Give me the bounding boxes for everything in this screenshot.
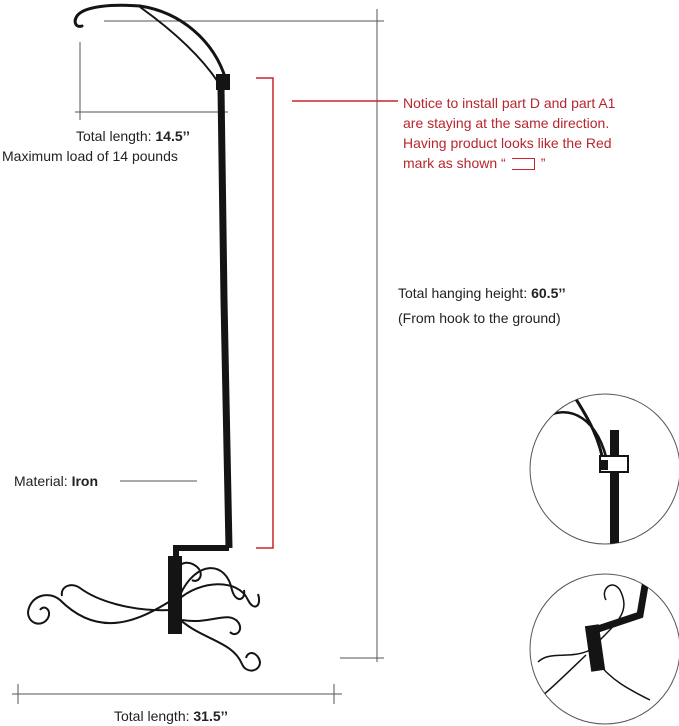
notice-line-4: mark as shown “ ” (403, 153, 673, 173)
main-pole (217, 87, 233, 549)
top-length-label: Total length: 14.5’’ (76, 127, 190, 145)
red-notice-mark (256, 77, 398, 549)
top-length-prefix: Total length: (76, 128, 156, 144)
bottom-length-prefix: Total length: (114, 708, 194, 724)
hook-brace (139, 6, 219, 83)
height-note: (From hook to the ground) (398, 310, 561, 326)
shepherd-hook-stand-icon (26, 3, 262, 672)
pole-offset (173, 545, 229, 560)
notice-line-3: Having product looks like the Red (403, 135, 612, 151)
red-mark-icon (511, 158, 535, 171)
material-prefix: Material: (14, 473, 72, 489)
notice-line-4-start: mark as shown “ (403, 155, 506, 171)
top-collar (216, 74, 230, 90)
install-notice: Notice to install part D and part A1 are… (403, 93, 673, 173)
bottom-length-value: 31.5’’ (193, 708, 228, 724)
hook-arm (73, 3, 228, 82)
bottom-length-label: Total length: 31.5’’ (114, 707, 228, 725)
notice-line-1: Notice to install part D and part A1 (403, 95, 616, 111)
height-prefix: Total hanging height: (398, 285, 532, 301)
max-load-label: Maximum load of 14 pounds (2, 148, 178, 164)
notice-line-2: are staying at the same direction. (403, 115, 610, 131)
scroll-legs (26, 561, 262, 672)
base-joint-detail-icon (529, 573, 679, 725)
height-value: 60.5’’ (531, 285, 566, 301)
material-value: Iron (71, 473, 99, 489)
dimension-lines (12, 9, 384, 704)
notice-line-4-end: ” (540, 155, 546, 171)
height-label: Total hanging height: 60.5’’ (398, 284, 566, 302)
material-label: Material: Iron (14, 472, 98, 490)
base-sleeve (168, 556, 182, 634)
hook-joint-detail-icon (529, 393, 679, 545)
top-length-value: 14.5’’ (155, 128, 190, 144)
red-bracket-mark (256, 77, 274, 549)
